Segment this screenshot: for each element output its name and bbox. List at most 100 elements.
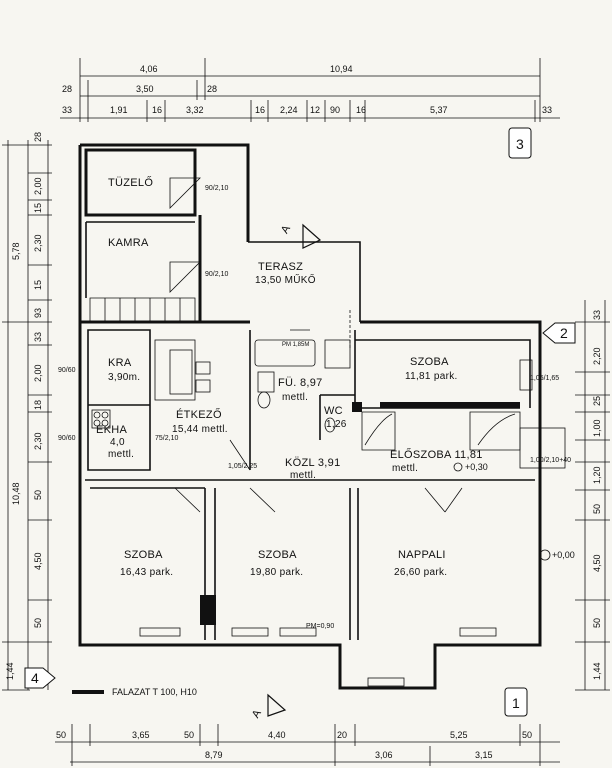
dim-bot-879: 8,79 <box>205 750 223 760</box>
dim-right-144: 1,44 <box>592 662 602 680</box>
opening-kamra: 90/2,10 <box>205 271 228 278</box>
room-szoba-2: SZOBA <box>258 549 297 561</box>
room-kozl: KÖZL 3,91 <box>285 457 341 469</box>
room-labels: TÜZELŐ KAMRA TERASZ 13,50 MŰKŐ KRA 3,90m… <box>96 175 483 578</box>
left-dim-labels: 5,78 10,48 1,44 28 2,00 15 2,30 15 93 33… <box>5 132 43 680</box>
opening-eloszoba: 1,00/2,10+40 <box>530 457 571 464</box>
level-zero-icon <box>539 549 551 561</box>
dim-top-16b: 16 <box>255 105 265 115</box>
dim-top-28b: 28 <box>207 84 217 94</box>
view-marker-4: 4 <box>31 670 39 686</box>
room-terasz: TERASZ <box>258 261 303 273</box>
level-pm-floor: PM=0,90 <box>306 623 334 630</box>
right-dimensions <box>575 300 610 691</box>
dim-left-450: 4,50 <box>33 552 43 570</box>
dim-left-50b: 50 <box>33 618 43 628</box>
view-marker-1: 1 <box>512 695 520 711</box>
dim-top-350: 3,50 <box>136 84 154 94</box>
opening-tuzelo: 90/2,10 <box>205 185 228 192</box>
wall-terasz <box>248 241 361 322</box>
dim-right-50b: 50 <box>592 618 602 628</box>
bath-fixtures <box>254 339 351 433</box>
room-eloszoba-floor: mettl. <box>392 463 418 474</box>
dim-left-18: 18 <box>33 400 43 410</box>
dim-bot-50b: 50 <box>184 730 194 740</box>
wall-pillar <box>200 595 216 625</box>
view-marker-4-box <box>24 667 56 689</box>
bottom-dim-labels: 50 3,65 50 4,40 20 5,25 50 8,79 3,06 3,1… <box>56 730 532 760</box>
dim-top-191: 1,91 <box>110 105 128 115</box>
dim-left-200b: 2,00 <box>33 364 43 382</box>
dim-top-332: 3,32 <box>186 105 204 115</box>
room-ekha-area: 4,0 <box>110 437 125 448</box>
dim-right-100: 1,00 <box>592 419 602 437</box>
view-marker-1-box <box>504 687 528 717</box>
view-marker-labels: 3 2 4 1 <box>31 136 568 711</box>
dim-right-33: 33 <box>592 310 602 320</box>
wall-kamra <box>85 221 195 298</box>
view-marker-3-box <box>508 127 532 159</box>
room-fu: FÜ. 8,97 <box>278 377 323 389</box>
legend: FALAZAT T 100, H10 <box>72 687 197 697</box>
dim-left-200a: 2,00 <box>33 177 43 195</box>
view-marker-2-box <box>542 322 576 344</box>
dim-top-16c: 16 <box>356 105 366 115</box>
dim-top-224: 2,24 <box>280 105 298 115</box>
room-kra-area: 3,90m. <box>108 372 140 383</box>
room-szoba-ne-area: 11,81 park. <box>405 371 458 382</box>
dim-bot-306: 3,06 <box>375 750 393 760</box>
left-dimensions <box>2 140 52 691</box>
dim-top-90: 90 <box>330 105 340 115</box>
view-markers <box>24 127 576 717</box>
dim-top-16a: 16 <box>152 105 162 115</box>
dim-right-450: 4,50 <box>592 554 602 572</box>
room-szoba-1-area: 16,43 park. <box>120 567 173 578</box>
room-fu-floor: mettl. <box>282 392 308 403</box>
room-kozl-floor: mettl. <box>290 470 316 481</box>
dim-top-33b: 33 <box>542 105 552 115</box>
room-wc: WC <box>324 405 343 417</box>
room-kra: KRA <box>108 357 132 369</box>
room-terasz-area: 13,50 MŰKŐ <box>255 272 316 286</box>
dim-right-50a: 50 <box>592 504 602 514</box>
dim-top-28a: 28 <box>62 84 72 94</box>
section-a-top: A <box>279 223 293 236</box>
dim-left-578: 5,78 <box>11 242 21 260</box>
terrace-stairs <box>89 297 196 323</box>
dim-right-220: 2,20 <box>592 347 602 365</box>
room-nappali-area: 26,60 park. <box>394 567 447 578</box>
dim-bot-365: 3,65 <box>132 730 150 740</box>
wall-thick-hall <box>380 402 520 408</box>
room-szoba-ne: SZOBA <box>410 356 449 368</box>
level-entrance: +0,30 <box>465 462 488 472</box>
dim-left-50a: 50 <box>33 490 43 500</box>
hall-stair <box>361 411 521 451</box>
level-zero: +0,00 <box>552 550 575 560</box>
dim-left-144: 1,44 <box>5 662 15 680</box>
dim-left-230a: 2,30 <box>33 234 43 252</box>
room-szoba-2-area: 19,80 park. <box>250 567 303 578</box>
section-arrow-bottom-icon <box>267 693 287 717</box>
dim-left-15a: 15 <box>33 203 43 213</box>
opening-kra: 90/60 <box>58 367 76 374</box>
opening-kozl: 1,05/2,25 <box>228 463 257 470</box>
dim-bot-50c: 50 <box>522 730 532 740</box>
view-marker-2: 2 <box>560 325 568 341</box>
opening-ekha: 90/60 <box>58 435 76 442</box>
dim-left-1048: 10,48 <box>11 482 21 505</box>
room-eloszoba: ELŐSZOBA 11,81 <box>390 447 483 461</box>
dim-left-28: 28 <box>33 132 43 142</box>
room-ekha-floor: mettl. <box>108 449 134 460</box>
room-szoba-1: SZOBA <box>124 549 163 561</box>
dim-bot-315: 3,15 <box>475 750 493 760</box>
room-ekha: EKHA <box>96 424 128 436</box>
right-dim-labels: 33 2,20 25 1,00 1,20 50 4,50 50 1,44 <box>592 310 602 680</box>
room-wc-area: 1,26 <box>326 419 347 430</box>
bottom-dimensions <box>55 724 560 766</box>
wall-annex <box>78 143 250 322</box>
dim-bot-20: 20 <box>337 730 347 740</box>
dim-right-25: 25 <box>592 396 602 406</box>
opening-etkezo: 75/2,10 <box>155 435 178 442</box>
dim-left-33: 33 <box>33 332 43 342</box>
